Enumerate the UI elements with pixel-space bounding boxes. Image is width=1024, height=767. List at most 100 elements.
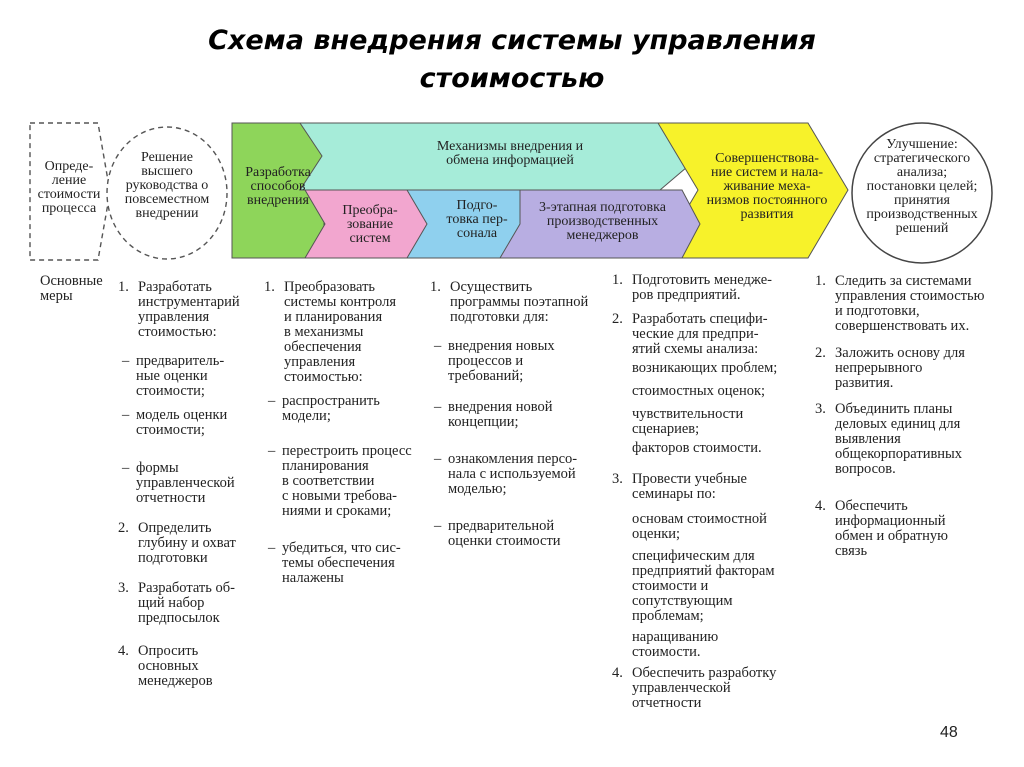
page-title: Схема внедрения системы управления стоим… <box>0 22 1024 98</box>
measure-item: 2.Заложить основу для непрерывного разви… <box>815 346 1015 391</box>
measure-item: 3.Разработать об- щий набор предпосылок <box>118 581 258 626</box>
measure-item: 1. Следить за системами управления стоимо… <box>815 274 1015 334</box>
measure-item-text: Следить за системами управления стоимост… <box>835 273 985 334</box>
measure-item-text: модель оценки стоимости; <box>136 407 228 438</box>
measure-item-text: ознакомления персо- нала с используемой … <box>448 451 578 497</box>
measure-item-text: Обеспечить информационный обмен и обратн… <box>835 498 948 559</box>
measure-item-text: перестроить процесс планирования в соотв… <box>282 443 412 519</box>
measure-item-text: Преобразовать системы контроля и планиро… <box>284 279 396 385</box>
improvement-arrow <box>657 122 849 259</box>
measure-item-text: стоимостных оценок; <box>632 383 766 399</box>
measure-item: –формы управленческой отчетности <box>118 461 258 506</box>
measure-item-marker: 4. <box>118 643 129 659</box>
measure-item-marker: – <box>122 407 130 423</box>
measure-item: 1.Осуществить программы поэтапной подгот… <box>430 280 605 325</box>
improvement-systems-label: Совершенствова- ние систем и нала- живан… <box>706 151 828 222</box>
measure-item-text: предварительной оценки стоимости <box>448 518 561 549</box>
measure-item-text: Разработать инструментарий управления ст… <box>138 279 240 340</box>
column-3: 1.Осуществить программы поэтапной подгот… <box>430 280 605 549</box>
three-stage-chevron <box>499 189 701 259</box>
measure-item-marker: – <box>268 540 276 556</box>
measure-item-text: Подготовить менедже- ров предприятий. <box>632 272 772 303</box>
column-1: 1. Разработать инструментарий управления … <box>118 280 258 689</box>
determination-shape <box>29 122 111 261</box>
development-label: Разработка способов внедрения <box>245 165 311 208</box>
measure-item-text: убедиться, что сис- темы обеспечения нал… <box>282 540 401 586</box>
measure-item: –внедрения новой концепции; <box>430 400 605 430</box>
improvement-circle <box>851 122 993 264</box>
measure-item-marker: – <box>268 393 276 409</box>
title-line-1: Схема внедрения системы управления <box>208 25 816 56</box>
mechanisms-label: Механизмы внедрения и обмена информацией <box>436 139 584 168</box>
measure-item: –ознакомления персо- нала с используемой… <box>430 452 605 497</box>
measure-item: 3. Провести учебные семинары по: <box>612 472 817 502</box>
measure-item: 1. Подготовить менедже- ров предприятий. <box>612 273 817 303</box>
measure-item-marker: 4. <box>815 498 826 514</box>
determination-label: Опреде- ление стоимости процесса <box>37 159 101 216</box>
measure-item: 4.Опросить основных менеджеров <box>118 644 258 689</box>
measure-item-text: Разработать специфи- ческие для предпри-… <box>632 311 768 357</box>
measure-item-marker: 3. <box>612 471 623 487</box>
measure-item-marker: 1. <box>612 272 623 288</box>
measure-item-text: Определить глубину и охват подготовки <box>138 520 236 566</box>
measure-item-text: внедрения новых процессов и требований; <box>448 338 555 384</box>
implementation-flow-diagram <box>29 122 993 264</box>
training-label: Подго- товка пер- сонала <box>446 198 508 241</box>
measure-item: наращиванию стоимости. <box>612 630 817 660</box>
measure-item: стоимостных оценок; <box>612 384 817 399</box>
measure-item: –предваритель- ные оценки стоимости; <box>118 354 258 399</box>
measure-item-marker: – <box>434 518 442 534</box>
measure-item-text: чувствительности сценариев; <box>632 406 744 437</box>
three-stage-label: 3-этапная подготовка производственных ме… <box>539 200 666 243</box>
measure-item: 1. Преобразовать системы контроля и плани… <box>264 280 432 385</box>
measure-item-marker: – <box>268 443 276 459</box>
measure-item-text: специфическим для предприятий факторам с… <box>632 548 775 624</box>
column-2: 1. Преобразовать системы контроля и плани… <box>264 280 432 586</box>
measure-item-text: факторов стоимости. <box>632 440 762 456</box>
measure-item-text: Провести учебные семинары по: <box>632 471 747 502</box>
measure-item-marker: 1. <box>430 279 441 295</box>
measure-item: 4. Обеспечить информационный обмен и обра… <box>815 499 1015 559</box>
measure-item-marker: 2. <box>612 311 623 327</box>
measure-item: 1. Разработать инструментарий управления … <box>118 280 258 340</box>
measures-label: Основные меры <box>40 273 103 304</box>
measure-item-marker: 1. <box>264 279 275 295</box>
measure-item-marker: 3. <box>118 580 129 596</box>
measure-item: –предварительной оценки стоимости <box>430 519 605 549</box>
measure-item: основам стоимостной оценки; <box>612 512 817 542</box>
measure-item: специфическим для предприятий факторам с… <box>612 549 817 624</box>
measure-item-marker: 2. <box>815 345 826 361</box>
measure-item-text: распространить модели; <box>282 393 380 424</box>
column-4: 1. Подготовить менедже- ров предприятий. 2… <box>612 273 817 711</box>
measure-item-text: Объединить планы деловых единиц для выяв… <box>835 401 963 477</box>
measure-item-marker: 1. <box>118 279 129 295</box>
decision-circle <box>106 126 228 260</box>
measure-item: 2. Разработать специфи- ческие для предпр… <box>612 312 817 357</box>
title-line-2: стоимостью <box>419 63 605 94</box>
measure-item: возникающих проблем; <box>612 361 817 376</box>
page-number: 48 <box>940 724 958 741</box>
measure-item-marker: 2. <box>118 520 129 536</box>
decision-label: Решение высшего руководства о повсеместн… <box>124 150 210 221</box>
measure-item-marker: – <box>434 399 442 415</box>
measure-item-text: наращиванию стоимости. <box>632 629 719 660</box>
improvement-goal-label: Улучшение: стратегического анализа; пост… <box>866 137 978 236</box>
measure-item-text: возникающих проблем; <box>632 360 778 376</box>
measure-item-marker: – <box>122 353 130 369</box>
measure-item-marker: 4. <box>612 665 623 681</box>
measure-item: –модель оценки стоимости; <box>118 408 258 438</box>
measure-item-marker: – <box>122 460 130 476</box>
measure-item: 2. Определить глубину и охват подготовки <box>118 521 258 566</box>
measure-item-marker: – <box>434 451 442 467</box>
measure-item: 3.Объединить планы деловых единиц для вы… <box>815 402 1015 477</box>
measure-item: чувствительности сценариев; <box>612 407 817 437</box>
measure-item-text: предваритель- ные оценки стоимости; <box>136 353 225 399</box>
measure-item: 4.Обеспечить разработку управленческой о… <box>612 666 817 711</box>
measure-item: –распространить модели; <box>264 394 432 424</box>
measure-item: факторов стоимости. <box>612 441 817 456</box>
measure-item-text: формы управленческой отчетности <box>136 460 235 506</box>
measure-item: –внедрения новых процессов и требований; <box>430 339 605 384</box>
transformation-label: Преобра- зование систем <box>342 203 398 246</box>
measure-item-marker: 1. <box>815 273 826 289</box>
measure-item-text: внедрения новой концепции; <box>448 399 553 430</box>
